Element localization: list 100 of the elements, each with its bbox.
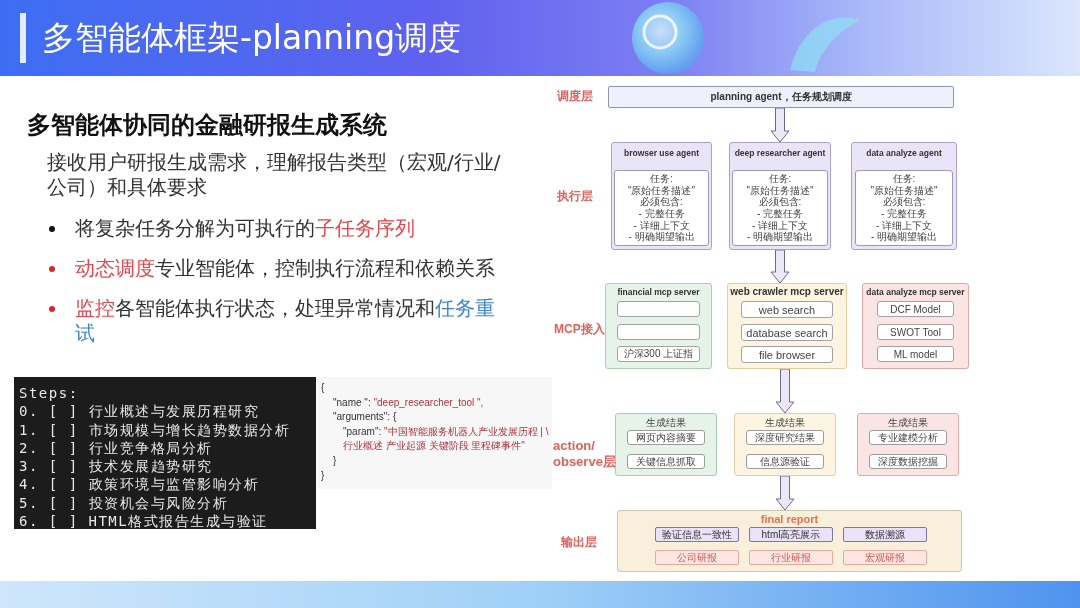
result-item-label: 信息源验证 bbox=[760, 454, 810, 469]
result-box bbox=[615, 413, 717, 476]
result-item-box bbox=[869, 430, 947, 445]
code-panel bbox=[317, 377, 552, 489]
server-box bbox=[862, 283, 969, 369]
tool-label: SWOT Tool bbox=[890, 326, 941, 338]
task-spec-line: - 详细上下文 bbox=[751, 219, 809, 231]
report-type-tag bbox=[843, 550, 927, 565]
task-spec-line: - 完整任务 bbox=[638, 208, 685, 220]
result-item-box bbox=[746, 430, 824, 445]
task-spec-line: - 完整任务 bbox=[756, 208, 804, 220]
terminal-line: 3. [ ] 技术发展趋势研究 bbox=[19, 457, 214, 476]
report-type-label: 宏观研报 bbox=[865, 550, 905, 565]
report-title: final report bbox=[759, 513, 820, 526]
result-item-label: 网页内容摘要 bbox=[636, 430, 696, 445]
feature-label: html高亮展示 bbox=[761, 527, 821, 542]
terminal-line: 4. [ ] 政策环境与监管影响分析 bbox=[19, 475, 260, 494]
layer-label: 执行层 bbox=[557, 189, 593, 204]
task-spec-line: "原始任务描述" bbox=[627, 184, 696, 197]
task-spec-line: - 详细上下文 bbox=[875, 219, 933, 231]
report-type-label: 行业研报 bbox=[771, 550, 811, 565]
report-type-label: 公司研报 bbox=[677, 550, 717, 565]
slide-title: 多智能体框架-planning调度 bbox=[42, 17, 462, 59]
result-box bbox=[734, 413, 836, 476]
server-title: web crawler mcp server bbox=[729, 286, 845, 298]
code-line: "name ": "deep_researcher_tool ", bbox=[332, 395, 485, 410]
task-spec-line: 任务: bbox=[650, 173, 673, 185]
result-item-box bbox=[627, 430, 705, 445]
tool-label: DCF Model bbox=[890, 303, 941, 315]
block-arrow bbox=[775, 475, 795, 511]
code-line: } bbox=[332, 453, 338, 468]
terminal-line: 2. [ ] 行业竞争格局分析 bbox=[19, 438, 214, 458]
tool-label: database search bbox=[746, 326, 828, 339]
tool-box bbox=[617, 301, 700, 317]
result-item-label: 关键信息抓取 bbox=[636, 454, 696, 469]
terminal-line: 0. [ ] 行业概述与发展历程研究 bbox=[19, 402, 260, 421]
feature-box bbox=[843, 527, 927, 542]
terminal-line: Steps: bbox=[19, 384, 80, 403]
code-line: "param": "中国智能服务机器人产业发展历程 | \ bbox=[342, 424, 550, 439]
layer-label: 调度层 bbox=[557, 89, 593, 104]
block-arrow bbox=[775, 368, 795, 414]
layer-label: 输出层 bbox=[561, 535, 597, 550]
task-spec-box bbox=[614, 170, 709, 246]
tool-box bbox=[877, 301, 954, 317]
agent-box bbox=[611, 142, 712, 250]
tool-box bbox=[877, 346, 954, 362]
result-item-label: 深度数据挖掘 bbox=[878, 454, 938, 469]
tool-box bbox=[741, 324, 833, 341]
tool-label: 沪深300 上证指 bbox=[623, 347, 694, 361]
result-item-box bbox=[746, 454, 824, 469]
result-box bbox=[857, 413, 959, 476]
feature-label: 验证信息一致性 bbox=[662, 527, 732, 542]
planning-label: planning agent，任务规划调度 bbox=[710, 90, 852, 104]
task-spec-line: 必须包含: bbox=[640, 196, 683, 208]
report-box bbox=[617, 510, 962, 572]
bullet-text: 将复杂任务分解为可执行的子任务序列 bbox=[75, 216, 416, 241]
result-item-label: 专业建模分析 bbox=[878, 430, 938, 445]
bullet-text: 监控各智能体执行状态，处理异常情况和任务重试 bbox=[75, 296, 496, 346]
tool-box bbox=[741, 301, 833, 318]
block-arrow bbox=[770, 249, 790, 284]
tool-box bbox=[617, 346, 700, 362]
task-spec-line: 任务: bbox=[768, 173, 792, 185]
server-title: financial mcp server bbox=[616, 287, 701, 298]
bullet-text: 动态调度专业智能体，控制执行流程和依赖关系 bbox=[75, 256, 496, 281]
task-spec-line: 任务: bbox=[892, 173, 916, 185]
tool-label: file browser bbox=[758, 348, 816, 361]
code-line: } bbox=[321, 468, 326, 483]
task-spec-line: - 详细上下文 bbox=[633, 219, 690, 231]
layer-label: action/ observe层 bbox=[553, 438, 617, 470]
section-heading: 多智能体协同的金融研报生成系统 bbox=[27, 110, 388, 140]
task-spec-line: 必须包含: bbox=[758, 196, 802, 208]
terminal-window bbox=[14, 377, 316, 529]
result-title: 生成结果 bbox=[645, 416, 687, 429]
task-spec-box bbox=[855, 170, 953, 246]
server-box bbox=[605, 283, 712, 369]
feature-box bbox=[655, 527, 739, 542]
task-spec-line: - 明确期望输出 bbox=[870, 231, 938, 243]
server-box bbox=[727, 283, 847, 369]
agent-title: browser use agent bbox=[622, 148, 701, 159]
block-arrow bbox=[770, 107, 790, 143]
code-line: "arguments": { bbox=[332, 410, 398, 425]
task-spec-line: "原始任务描述" bbox=[746, 184, 814, 197]
task-spec-line: - 完整任务 bbox=[880, 208, 928, 220]
server-title: data analyze mcp server bbox=[865, 287, 966, 298]
feature-box bbox=[749, 527, 833, 542]
tool-box bbox=[617, 324, 700, 340]
planning-box bbox=[608, 86, 954, 108]
result-item-box bbox=[627, 454, 705, 469]
agent-title: data analyze agent bbox=[865, 148, 943, 159]
agent-box bbox=[729, 142, 831, 250]
layer-label: MCP接入 bbox=[554, 322, 605, 337]
agent-box bbox=[851, 142, 957, 250]
task-spec-line: - 明确期望输出 bbox=[628, 231, 695, 243]
result-item-box bbox=[869, 454, 947, 469]
result-title: 生成结果 bbox=[887, 416, 929, 429]
terminal-line: 5. [ ] 投资机会与风险分析 bbox=[19, 493, 229, 513]
code-line: 行业概述 产业起源 关键阶段 里程碑事件" bbox=[342, 439, 526, 454]
task-spec-box bbox=[732, 170, 828, 246]
feature-label: 数据溯源 bbox=[865, 527, 905, 542]
tool-label: web search bbox=[758, 303, 816, 316]
